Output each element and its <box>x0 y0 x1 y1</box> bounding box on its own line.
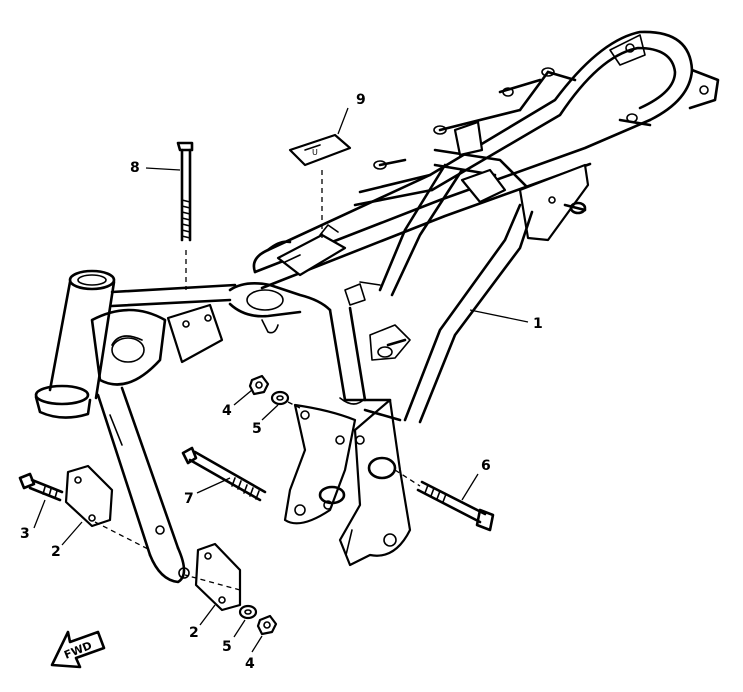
washer-upper <box>270 390 301 409</box>
washer-lower <box>238 604 258 620</box>
callout-9: 9 <box>356 92 366 108</box>
nut-upper <box>248 374 270 396</box>
callout-5-lower: 5 <box>222 639 232 655</box>
callout-7: 7 <box>184 491 194 507</box>
callout-4-lower: 4 <box>245 656 255 672</box>
leader-lines <box>33 107 529 653</box>
fwd-arrow: FWD <box>50 630 106 669</box>
callout-2-left: 2 <box>51 544 61 560</box>
head-pipe <box>34 269 116 419</box>
engine-plate-right <box>184 542 242 612</box>
main-frame <box>34 30 720 584</box>
label-plate-text: U <box>312 148 318 157</box>
callout-numbers: 1 2 2 3 4 4 5 5 6 7 8 9 <box>20 92 543 672</box>
callout-4-upper: 4 <box>222 403 232 419</box>
callout-3: 3 <box>20 526 30 542</box>
pivot-bolt-part <box>394 469 495 532</box>
plate-bolt-part <box>18 472 64 502</box>
nut-lower <box>256 614 278 636</box>
callout-6: 6 <box>481 458 491 474</box>
engine-plate-left <box>64 464 151 551</box>
callout-8: 8 <box>130 160 140 176</box>
label-plate-part: U <box>288 133 352 238</box>
long-bolt-part <box>176 141 194 290</box>
engine-bolt-part <box>181 446 267 502</box>
callout-5-upper: 5 <box>252 421 262 437</box>
callout-2-right: 2 <box>189 625 199 641</box>
callout-1: 1 <box>533 316 543 332</box>
